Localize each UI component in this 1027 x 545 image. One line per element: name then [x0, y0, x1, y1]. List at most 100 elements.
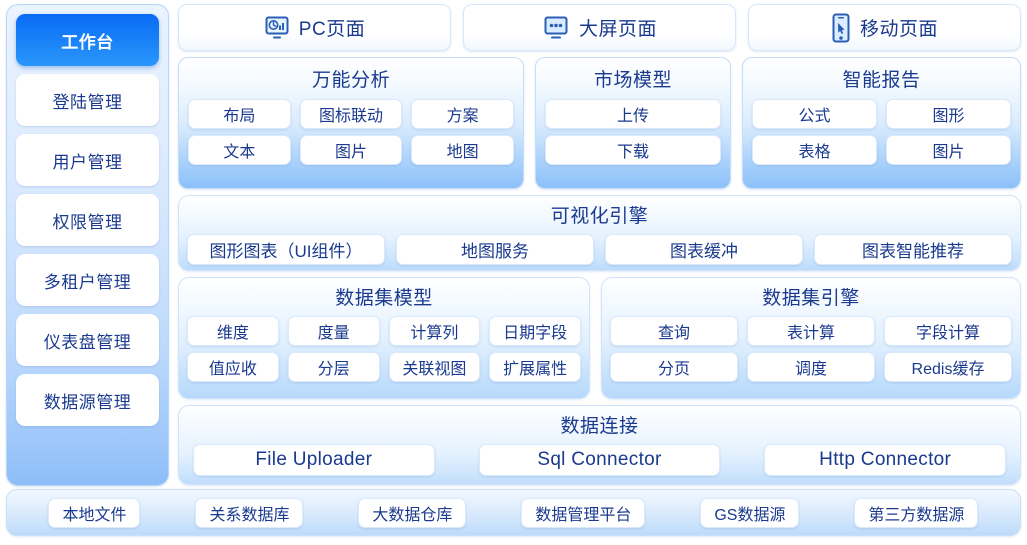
- sidebar-item-6[interactable]: 数据源管理: [16, 374, 159, 426]
- feature-chip[interactable]: 图片: [299, 135, 403, 165]
- feature-panel-title: 智能报告: [842, 70, 921, 91]
- tab-label: 移动页面: [859, 19, 938, 40]
- visualization-engine-title: 可视化引擎: [550, 206, 649, 227]
- dataset-model-panel: 数据集模型维度度量计算列日期字段值应收分层关联视图扩展属性: [178, 277, 590, 399]
- main-column: PC页面 大屏页面 移动页面 万能分析布局图标联动方案文本图片地图市场模型上传下…: [178, 4, 1021, 486]
- sidebar-item-0[interactable]: 工作台: [16, 14, 159, 66]
- feature-panel-analysis: 万能分析布局图标联动方案文本图片地图: [178, 57, 524, 189]
- chip-row: 分页调度 Redis缓存: [610, 352, 1012, 382]
- dataset-panel-title: 数据集引擎: [762, 288, 860, 309]
- feature-chip[interactable]: 下载: [545, 135, 721, 165]
- tab-2[interactable]: 移动页面: [748, 4, 1021, 51]
- dataset-chip[interactable]: 表计算: [747, 316, 875, 346]
- feature-chip[interactable]: 地图: [411, 135, 515, 165]
- feature-panel-title: 市场模型: [593, 70, 672, 91]
- sidebar-item-label: 用户管理: [52, 152, 123, 172]
- chip-row: 表格图片: [752, 135, 1011, 165]
- dataset-chip[interactable]: 计算列: [388, 316, 481, 346]
- data-connection-title: 数据连接: [560, 416, 639, 437]
- feature-panels-row: 万能分析布局图标联动方案文本图片地图市场模型上传下载智能报告公式图形表格图片: [178, 57, 1021, 189]
- upper-area: 工作台登陆管理用户管理权限管理多租户管理仪表盘管理数据源管理 PC页面 大屏页面…: [6, 4, 1021, 486]
- data-source-bar: 本地文件 关系数据库 大数据仓库 数据管理平台 GS数据源 第三方数据源: [6, 489, 1021, 536]
- sidebar-item-5[interactable]: 仪表盘管理: [16, 314, 159, 366]
- dataset-chip[interactable]: 扩展属性: [489, 352, 581, 382]
- sidebar-item-label: 多租户管理: [43, 272, 132, 292]
- dataset-chip[interactable]: 字段计算: [884, 316, 1012, 346]
- sidebar-item-label: 工作台: [61, 32, 114, 52]
- dataset-chip[interactable]: 度量: [287, 316, 380, 346]
- feature-chip[interactable]: 公式: [752, 99, 877, 129]
- chip-row: 查询表计算字段计算: [610, 316, 1012, 346]
- feature-chip[interactable]: 图形: [886, 99, 1011, 129]
- sidebar-item-2[interactable]: 用户管理: [16, 134, 159, 186]
- dataset-chip[interactable]: 值应收: [187, 352, 279, 382]
- chip-row: 公式图形: [752, 99, 1011, 129]
- chip-row: 上传: [545, 99, 721, 129]
- feature-chip[interactable]: 方案: [411, 99, 515, 129]
- sidebar: 工作台登陆管理用户管理权限管理多租户管理仪表盘管理数据源管理: [6, 4, 169, 486]
- chip-row: 值应收分层关联视图扩展属性: [187, 352, 581, 382]
- dataset-chip[interactable]: 关联视图: [388, 352, 481, 382]
- feature-chip[interactable]: 文本: [188, 135, 291, 165]
- device-tabs: PC页面 大屏页面 移动页面: [178, 4, 1021, 51]
- dataset-chip[interactable]: 分层: [287, 352, 380, 382]
- connection-chip[interactable]: File Uploader: [193, 444, 435, 476]
- feature-chip[interactable]: 上传: [545, 99, 721, 129]
- tab-1[interactable]: 大屏页面: [463, 4, 736, 51]
- dataset-chip[interactable]: 分页: [610, 352, 738, 382]
- visualization-engine-chips: 图形图表（UI组件） 地图服务图表缓冲图表智能推荐: [187, 234, 1012, 265]
- chip-grid: 上传下载: [545, 99, 721, 179]
- dataset-panel-title: 数据集模型: [335, 288, 433, 309]
- sidebar-item-4[interactable]: 多租户管理: [16, 254, 159, 306]
- chip-grid: 布局图标联动方案文本图片地图: [188, 99, 515, 179]
- tab-0[interactable]: PC页面: [178, 4, 451, 51]
- feature-chip[interactable]: 布局: [188, 99, 291, 129]
- feature-chip[interactable]: 图标联动: [299, 99, 403, 129]
- feature-panel-market: 市场模型上传下载: [535, 57, 731, 189]
- visualization-engine-panel: 可视化引擎 图形图表（UI组件） 地图服务图表缓冲图表智能推荐: [178, 195, 1021, 271]
- chip-row: 维度度量计算列日期字段: [187, 316, 581, 346]
- dataset-chip[interactable]: Redis缓存: [884, 352, 1012, 382]
- visualization-chip[interactable]: 图形图表（UI组件）: [187, 234, 385, 265]
- tab-label: 大屏页面: [578, 19, 657, 40]
- chip-grid: 公式图形表格图片: [752, 99, 1011, 179]
- connection-chip[interactable]: Sql Connector: [478, 444, 721, 476]
- feature-chip[interactable]: 图片: [886, 135, 1011, 165]
- data-connection-chips: File Uploader Sql Connector Http Connector: [187, 444, 1012, 476]
- dataset-chip[interactable]: 维度: [187, 316, 279, 346]
- chip-row: 文本图片地图: [188, 135, 515, 165]
- data-connection-panel: 数据连接 File Uploader Sql Connector Http Conn…: [178, 405, 1021, 485]
- monitor-chart-icon: [264, 16, 290, 40]
- chip-row: 下载: [545, 135, 721, 165]
- mobile-cursor-icon: [831, 13, 851, 43]
- connection-chip[interactable]: Http Connector: [764, 444, 1007, 476]
- dataset-chip[interactable]: 日期字段: [489, 316, 581, 346]
- source-chip-3[interactable]: 数据管理平台: [521, 497, 646, 528]
- source-chip-4[interactable]: GS数据源: [700, 497, 800, 528]
- feature-chip[interactable]: 表格: [752, 135, 877, 165]
- monitor-dots-icon: [542, 16, 570, 40]
- feature-panel-title: 万能分析: [311, 70, 390, 91]
- chip-grid: 维度度量计算列日期字段值应收分层关联视图扩展属性: [187, 316, 581, 390]
- dataset-chip[interactable]: 调度: [747, 352, 875, 382]
- source-chip-5[interactable]: 第三方数据源: [854, 497, 979, 528]
- sidebar-item-1[interactable]: 登陆管理: [16, 74, 159, 126]
- sidebar-item-label: 仪表盘管理: [43, 332, 132, 352]
- source-chip-1[interactable]: 关系数据库: [195, 497, 304, 528]
- feature-panel-report: 智能报告公式图形表格图片: [742, 57, 1021, 189]
- visualization-chip[interactable]: 地图服务: [396, 234, 594, 265]
- visualization-chip[interactable]: 图表缓冲: [605, 234, 803, 265]
- sidebar-item-label: 登陆管理: [52, 92, 123, 112]
- sidebar-item-label: 权限管理: [52, 212, 123, 232]
- visualization-chip[interactable]: 图表智能推荐: [814, 234, 1012, 265]
- sidebar-item-label: 数据源管理: [43, 392, 132, 412]
- dataset-chip[interactable]: 查询: [610, 316, 738, 346]
- source-chip-0[interactable]: 本地文件: [48, 497, 141, 528]
- tab-label: PC页面: [298, 19, 366, 40]
- sidebar-item-3[interactable]: 权限管理: [16, 194, 159, 246]
- source-chip-2[interactable]: 大数据仓库: [358, 497, 467, 528]
- chip-row: 布局图标联动方案: [188, 99, 515, 129]
